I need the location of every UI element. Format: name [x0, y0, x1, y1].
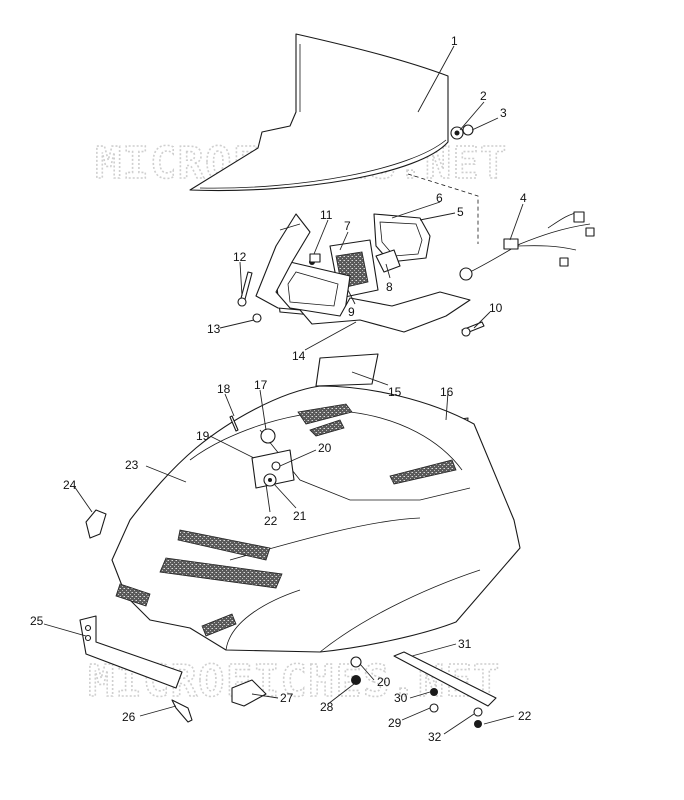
callout-19: 19	[196, 429, 210, 443]
callout-16: 16	[440, 385, 454, 399]
headlight-shroud	[373, 213, 431, 263]
callout-10: 10	[489, 301, 503, 315]
decal-15	[315, 353, 379, 387]
callout-20-lower: 20	[377, 675, 391, 689]
callout-8: 8	[386, 280, 393, 294]
screw-18	[229, 415, 239, 432]
washer-28	[351, 675, 361, 685]
callout-9: 9	[348, 305, 355, 319]
washer-32	[473, 707, 483, 717]
callout-24: 24	[63, 478, 77, 492]
windshield-washer	[462, 124, 474, 136]
decal-27	[231, 679, 267, 707]
callout-15: 15	[388, 385, 402, 399]
hood	[111, 385, 521, 653]
strap-31	[393, 651, 497, 707]
nut-20-lower	[350, 656, 362, 668]
callout-labels: 1 2 3 4 5 6 7 8 9 10 11 12 13 14 15 16 1…	[30, 34, 532, 744]
callout-18: 18	[217, 382, 231, 396]
callout-29: 29	[388, 716, 402, 730]
callout-17: 17	[254, 378, 268, 392]
callout-21: 21	[293, 509, 307, 523]
callout-22-lower: 22	[518, 709, 532, 723]
screw-13	[252, 313, 262, 323]
callout-22-upper: 22	[264, 514, 278, 528]
screw-10	[461, 321, 485, 337]
callout-13: 13	[207, 322, 221, 336]
callout-25: 25	[30, 614, 44, 628]
nut-22-lower	[474, 720, 482, 728]
callout-26: 26	[122, 710, 136, 724]
clip-11	[309, 253, 321, 263]
callout-28: 28	[320, 700, 334, 714]
nut-29	[429, 703, 439, 713]
callout-6: 6	[436, 191, 443, 205]
washer-30	[430, 688, 438, 696]
callout-32: 32	[428, 730, 442, 744]
callout-31: 31	[458, 637, 472, 651]
wiring-harness	[459, 211, 595, 281]
callout-20-upper: 20	[318, 441, 332, 455]
callout-3: 3	[500, 106, 507, 120]
dash-panel	[255, 213, 471, 333]
bracket-25	[79, 615, 183, 689]
callout-2: 2	[480, 89, 487, 103]
handle-24	[85, 509, 107, 539]
callout-7: 7	[344, 219, 351, 233]
choke-knob-17	[260, 428, 276, 444]
headlight-bracket	[309, 249, 401, 273]
callout-12: 12	[233, 250, 247, 264]
callout-4: 4	[520, 191, 527, 205]
callout-5: 5	[457, 205, 464, 219]
nut-20-upper	[271, 461, 281, 471]
callout-30: 30	[394, 691, 408, 705]
bolt-26	[171, 699, 193, 723]
windshield	[189, 33, 479, 244]
screw-12	[237, 271, 253, 307]
leader-lines	[43, 45, 524, 735]
knob-21	[263, 473, 277, 487]
callout-14: 14	[292, 349, 306, 363]
callout-11: 11	[320, 208, 333, 222]
callout-23: 23	[125, 458, 139, 472]
callout-1: 1	[451, 34, 458, 48]
callout-27: 27	[280, 691, 294, 705]
